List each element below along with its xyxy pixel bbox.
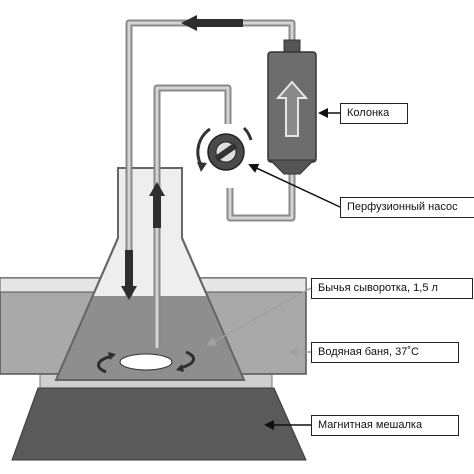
label-column: Колонка — [340, 103, 408, 124]
magnetic-stirrer — [11, 373, 307, 461]
tube-pump-to-column — [226, 168, 296, 222]
label-perfusion-pump: Перфузионный насос — [340, 197, 474, 218]
label-magnetic-stirrer: Магнитная мешалка — [311, 415, 459, 436]
pointer-pump — [248, 163, 341, 208]
erlenmeyer-flask — [54, 167, 246, 381]
tube-pump-to-column-inner — [228, 168, 294, 220]
magnetic-stir-bar-icon — [97, 350, 195, 374]
chromatography-column — [267, 39, 317, 175]
label-water-bath: Водяная баня, 37˚С — [311, 342, 459, 363]
stirrer-base — [11, 387, 307, 461]
label-bovine-serum: Бычья сыворотка, 1,5 л — [311, 278, 473, 299]
column-flow-up-arrow-icon — [275, 80, 309, 137]
flask-outline-overlay — [54, 167, 246, 381]
pointer-serum — [206, 287, 312, 346]
flow-arrow-down-icon — [121, 250, 137, 300]
flow-arrow-up-icon — [149, 182, 165, 228]
peristaltic-pump-icon — [196, 126, 253, 172]
flow-arrow-top-icon — [181, 15, 243, 31]
column-bottom-taper — [268, 159, 316, 175]
